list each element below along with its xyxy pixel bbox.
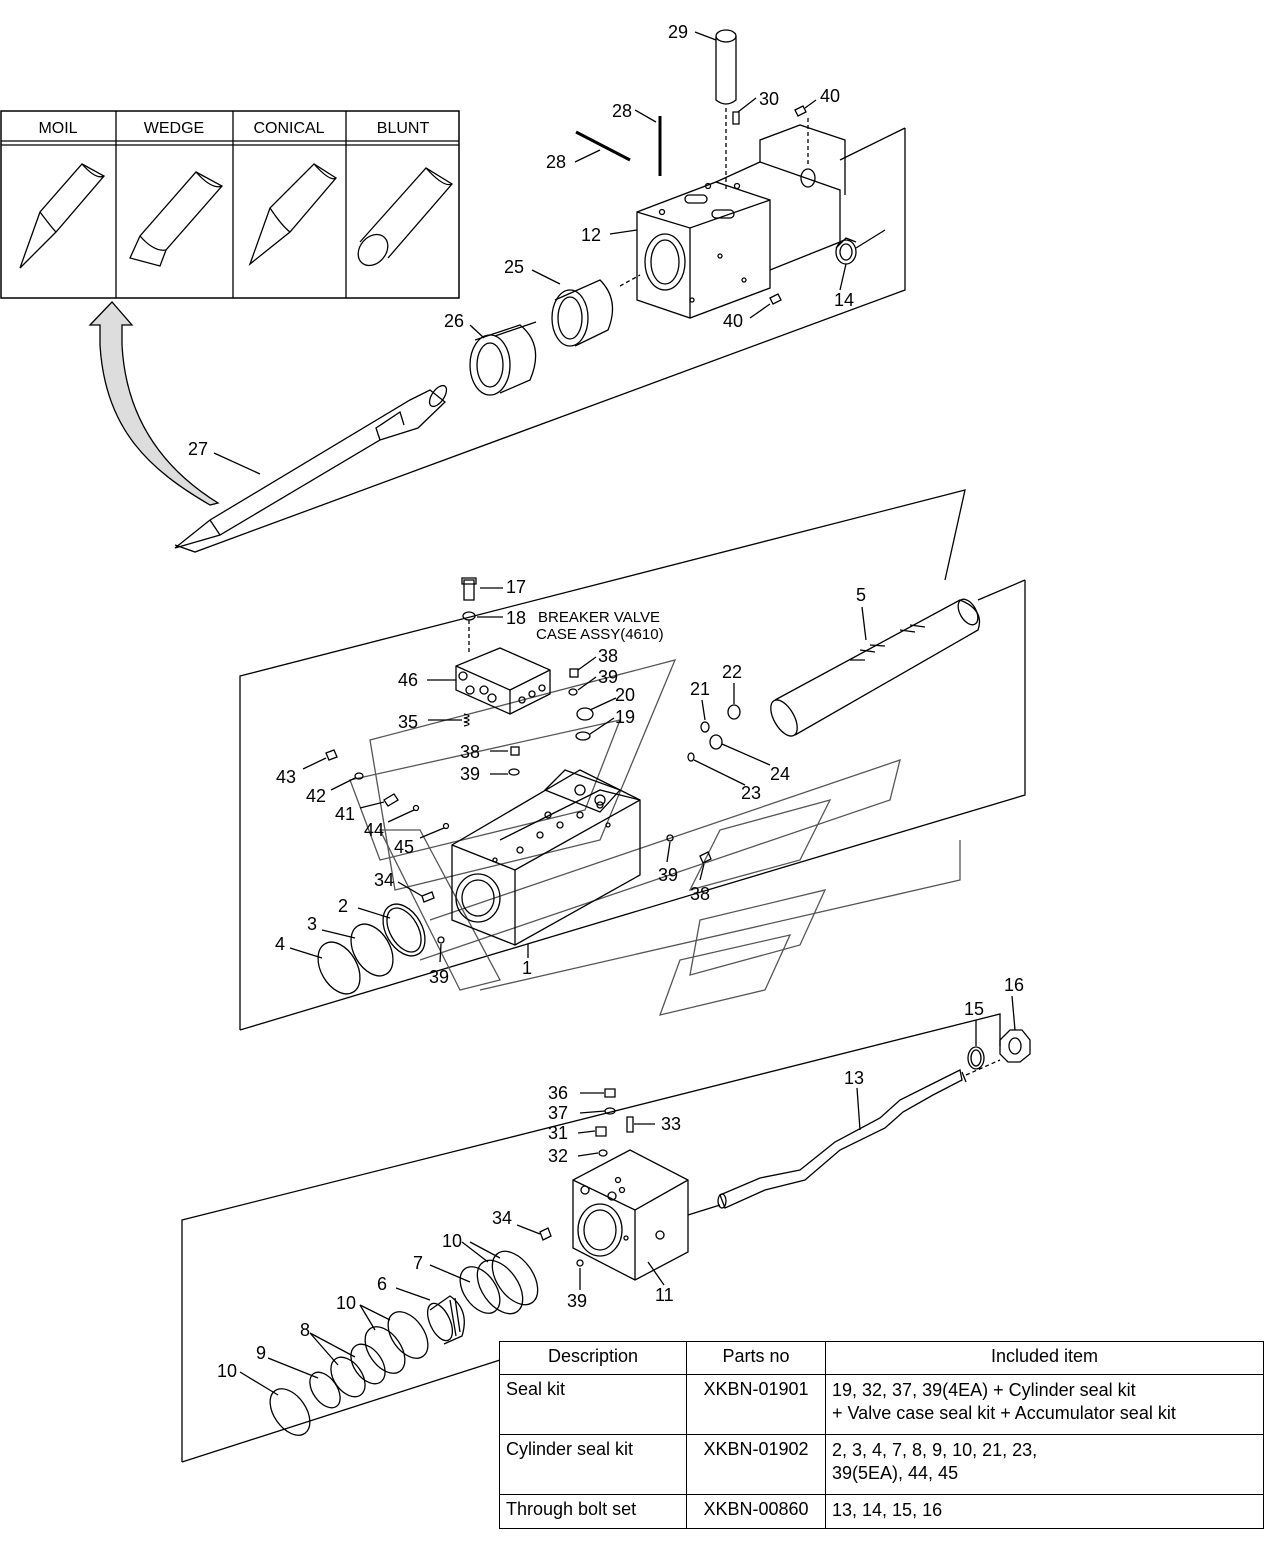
callout-10: 10 — [217, 1361, 237, 1381]
callout-39: 39 — [429, 967, 449, 987]
callout-45: 45 — [394, 837, 414, 857]
callout-11: 11 — [655, 1285, 674, 1305]
callout-22: 22 — [722, 662, 742, 682]
tool-header-conical: CONICAL — [253, 120, 324, 137]
row-description: Through bolt set — [499, 1494, 687, 1529]
callout-37: 37 — [548, 1103, 568, 1123]
callout-10: 10 — [336, 1293, 356, 1313]
callout-30: 30 — [759, 89, 779, 109]
callout-20: 20 — [615, 685, 635, 705]
table-row: Through bolt set XKBN-00860 13, 14, 15, … — [499, 1494, 1264, 1529]
row-parts-no: XKBN-01902 — [686, 1434, 826, 1495]
table-row: Seal kit XKBN-01901 19, 32, 37, 39(4EA) … — [499, 1374, 1264, 1435]
callout-31: 31 — [548, 1123, 568, 1143]
callout-18: 18 — [506, 608, 526, 628]
valve-note-line2: CASE ASSY(4610) — [536, 626, 664, 643]
row-description: Cylinder seal kit — [499, 1434, 687, 1495]
callout-42: 42 — [306, 786, 326, 806]
callout-27: 27 — [188, 439, 208, 459]
callout-39: 39 — [598, 667, 618, 687]
callout-12: 12 — [581, 225, 601, 245]
callout-36: 36 — [548, 1083, 568, 1103]
callout-13: 13 — [844, 1068, 864, 1088]
callout-25: 25 — [504, 257, 524, 277]
callout-32: 32 — [548, 1146, 568, 1166]
callout-5: 5 — [856, 585, 866, 605]
callout-7: 7 — [413, 1253, 423, 1273]
callout-40: 40 — [723, 311, 743, 331]
row-included: 13, 14, 15, 16 — [825, 1494, 1264, 1529]
row-included: 19, 32, 37, 39(4EA) + Cylinder seal kit … — [825, 1374, 1264, 1435]
callout-24: 24 — [770, 764, 790, 784]
callout-19: 19 — [615, 707, 635, 727]
callout-9: 9 — [256, 1343, 266, 1363]
wedge-tool-drawing — [129, 171, 224, 267]
callout-15: 15 — [964, 999, 984, 1019]
callout-40: 40 — [820, 86, 840, 106]
callout-43: 43 — [276, 767, 296, 787]
row-included: 2, 3, 4, 7, 8, 9, 10, 21, 23, 39(5EA), 4… — [825, 1434, 1264, 1495]
callout-39: 39 — [460, 764, 480, 784]
callout-6: 6 — [377, 1274, 387, 1294]
callout-1: 1 — [522, 958, 532, 978]
table-row: Cylinder seal kit XKBN-01902 2, 3, 4, 7,… — [499, 1434, 1264, 1495]
callout-41: 41 — [335, 804, 355, 824]
tool-type-table: MOIL WEDGE CONICAL BLUNT — [0, 110, 460, 299]
callout-38: 38 — [690, 884, 710, 904]
front-head-assembly — [174, 29, 906, 553]
moil-tool-drawing — [19, 163, 106, 269]
callout-38: 38 — [598, 646, 618, 666]
col-description: Description — [499, 1341, 687, 1375]
callout-28: 28 — [546, 152, 566, 172]
col-parts-no: Parts no — [686, 1341, 826, 1375]
callout-16: 16 — [1004, 975, 1024, 995]
kit-table-header: Description Parts no Included item — [499, 1341, 1264, 1375]
tool-header-moil: MOIL — [38, 120, 77, 137]
callout-21: 21 — [690, 679, 710, 699]
callout-39: 39 — [658, 865, 678, 885]
callout-34: 34 — [374, 870, 394, 890]
cylinder-assembly — [239, 489, 1026, 1031]
blunt-tool-drawing — [357, 167, 453, 267]
valve-note-line1: BREAKER VALVE — [538, 609, 660, 626]
row-description: Seal kit — [499, 1374, 687, 1435]
callout-8: 8 — [300, 1320, 310, 1340]
callout-labels: 29 30 40 28 28 12 25 14 40 26 27 17 18 5… — [188, 22, 1024, 1381]
callout-3: 3 — [307, 914, 317, 934]
col-included-item: Included item — [825, 1341, 1264, 1375]
callout-35: 35 — [398, 712, 418, 732]
row-parts-no: XKBN-00860 — [686, 1494, 826, 1529]
valve-case-note: BREAKER VALVE CASE ASSY(4610) — [536, 609, 664, 643]
callout-14: 14 — [834, 290, 854, 310]
callout-17: 17 — [506, 577, 526, 597]
callout-39: 39 — [567, 1291, 587, 1311]
callout-28: 28 — [612, 101, 632, 121]
callout-10: 10 — [442, 1231, 462, 1251]
callout-4: 4 — [275, 934, 285, 954]
callout-23: 23 — [741, 783, 761, 803]
tool-type-arrow — [88, 301, 220, 506]
kit-table: Description Parts no Included item Seal … — [499, 1341, 1264, 1529]
callout-44: 44 — [364, 820, 384, 840]
callout-2: 2 — [338, 896, 348, 916]
callout-29: 29 — [668, 22, 688, 42]
callout-33: 33 — [661, 1114, 681, 1134]
callout-38: 38 — [460, 742, 480, 762]
tool-header-blunt: BLUNT — [377, 120, 430, 137]
conical-tool-drawing — [248, 163, 337, 266]
row-parts-no: XKBN-01901 — [686, 1374, 826, 1435]
callout-26: 26 — [444, 311, 464, 331]
tool-header-wedge: WEDGE — [144, 120, 204, 137]
callout-46: 46 — [398, 670, 418, 690]
back-head-assembly — [181, 995, 1031, 1463]
callout-34: 34 — [492, 1208, 512, 1228]
